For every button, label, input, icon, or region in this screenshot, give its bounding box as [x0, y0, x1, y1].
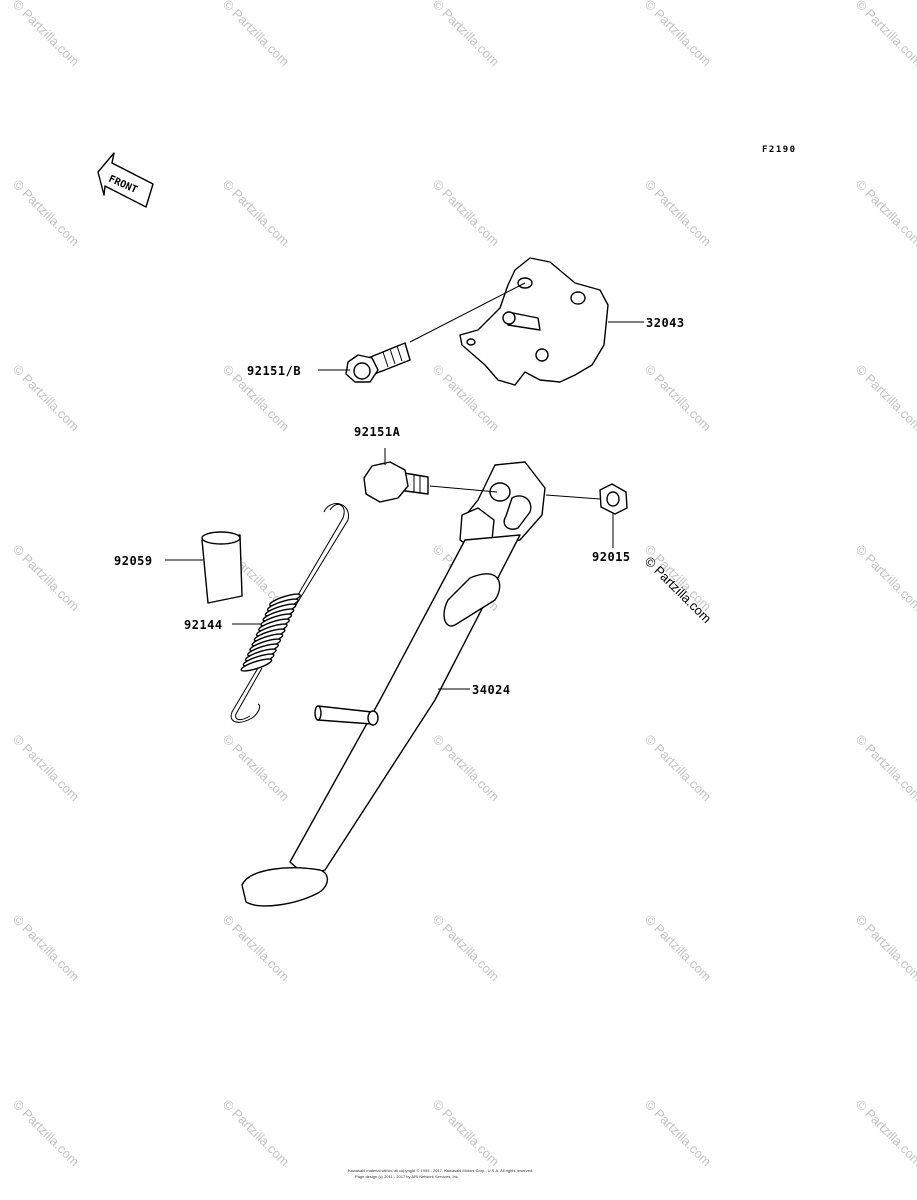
watermark-text: © Partzilla.com [10, 732, 83, 805]
collar-part [201, 531, 243, 604]
watermark-text: © Partzilla.com [430, 0, 503, 69]
watermark-text: © Partzilla.com [642, 177, 715, 250]
watermark-text: © Partzilla.com [10, 1097, 83, 1170]
spring-part [230, 503, 349, 723]
copyright-line-1: Kawasaki material within, all copyright … [348, 1168, 533, 1173]
side-stand-part [241, 461, 546, 907]
watermark-text: © Partzilla.com [853, 0, 917, 69]
callout-92151-b: 92151/B [247, 364, 301, 378]
watermark-text: © Partzilla.com [853, 362, 917, 435]
watermark-text: © Partzilla.com [853, 542, 917, 615]
watermark-text: © Partzilla.com [220, 177, 293, 250]
watermark-text: © Partzilla.com [853, 1097, 917, 1170]
callout-32043: 32043 [646, 316, 685, 330]
copyright-line-2: Page design (c) 2011 - 2017 by ARI Netwo… [355, 1174, 459, 1179]
figure-code: F2190 [762, 145, 797, 155]
watermark-text: © Partzilla.com [10, 362, 83, 435]
partzilla-watermark: © Partzilla.com [642, 554, 715, 627]
watermark-text: © Partzilla.com [430, 177, 503, 250]
leader-lines [165, 282, 644, 690]
nut-part [599, 483, 628, 515]
callout-labels: 32043 92151/B 92151A 92015 92059 92144 3… [114, 316, 685, 697]
callout-92151a: 92151A [354, 425, 401, 439]
watermark-text: © Partzilla.com [220, 1097, 293, 1170]
watermark-text: © Partzilla.com [642, 362, 715, 435]
callout-34024: 34024 [472, 683, 511, 697]
watermark-text: © Partzilla.com [642, 912, 715, 985]
pivot-bolt-part [363, 461, 429, 503]
watermark-text: © Partzilla.com [10, 912, 83, 985]
watermark-text: © Partzilla.com [430, 1097, 503, 1170]
watermark-text: © Partzilla.com [853, 177, 917, 250]
callout-92015: 92015 [592, 550, 631, 564]
watermark-text: © Partzilla.com [10, 0, 83, 69]
watermark-text: © Partzilla.com [10, 177, 83, 250]
watermark-text: © Partzilla.com [642, 542, 715, 615]
watermark-text: © Partzilla.com [220, 912, 293, 985]
watermark-text: © Partzilla.com [642, 1097, 715, 1170]
watermark-text: © Partzilla.com [853, 732, 917, 805]
watermark-text: © Partzilla.com [430, 912, 503, 985]
watermark-text: © Partzilla.com [220, 732, 293, 805]
watermark-text: © Partzilla.com [10, 542, 83, 615]
watermark-text: © Partzilla.com [853, 912, 917, 985]
watermark-text: © Partzilla.com [642, 0, 715, 69]
bracket-part [459, 257, 609, 386]
flange-bolt-part [345, 342, 411, 383]
front-arrow-icon: FRONT [97, 152, 154, 208]
callout-92059: 92059 [114, 554, 153, 568]
watermark-text: © Partzilla.com [430, 732, 503, 805]
callout-92144: 92144 [184, 618, 223, 632]
watermark-text: © Partzilla.com [220, 0, 293, 69]
watermark-text: © Partzilla.com [642, 732, 715, 805]
